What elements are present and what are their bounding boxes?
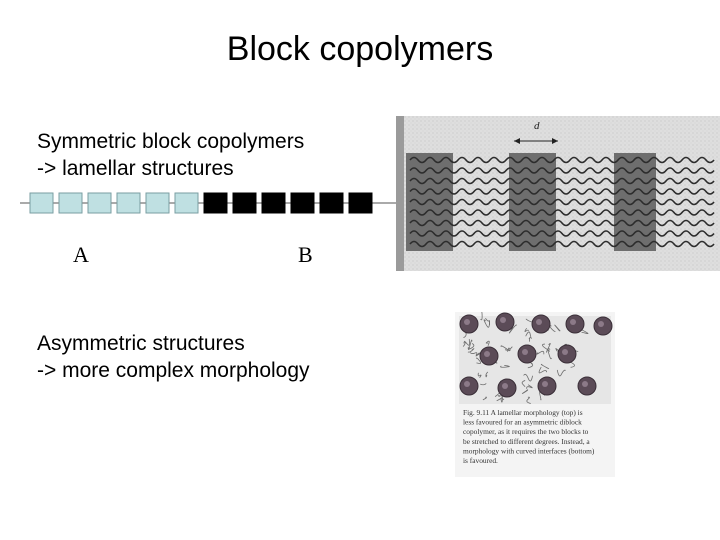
chain-wave [409,198,715,206]
micelle-highlight [562,349,568,355]
chain-wave [409,209,715,216]
matrix-chain [525,331,532,339]
micelle-highlight [500,317,506,323]
matrix-chain [467,348,475,353]
micelle-highlight [598,321,604,327]
chain-wave [409,230,715,237]
caption-line: copolymer, as it requires the two blocks… [463,427,589,436]
matrix-chain [524,327,529,332]
caption-line: morphology with curved interfaces (botto… [463,446,595,455]
matrix-chain [554,324,561,332]
micelle-highlight [570,319,576,325]
matrix-chain [485,318,490,325]
spacing-label: d [534,120,540,132]
asymmetric-text: Asymmetric structures -> more complex mo… [37,330,310,384]
label-block-a: A [73,242,89,267]
matrix-chain [581,329,589,335]
label-block-b: B [298,242,313,267]
block-a-unit [29,192,54,214]
micelles [459,312,613,398]
matrix-chain [546,342,551,353]
lamellar-structure-figure: d [396,116,720,271]
block-b-unit [319,192,344,214]
spacing-marker: d [514,120,558,144]
caption-line: Fig. 9.11 A lamellar morphology (top) is [463,408,583,417]
matrix-chain [527,362,534,369]
matrix-chain [508,324,517,334]
lamellar-edge [396,116,404,271]
micelle-highlight [484,351,490,357]
chain-wave [409,219,715,227]
matrix-chain [528,337,531,342]
matrix-chain [468,339,473,351]
matrix-chain [555,348,561,353]
micelle-highlight [582,381,588,387]
matrix-chain [465,339,470,346]
block-b-unit [290,192,315,214]
curved-interface-morphology-figure: Fig. 9.11 A lamellar morphology (top) is… [455,312,615,477]
micelle-highlight [464,319,470,325]
chain-wave [409,177,715,185]
block-copolymer-chain [20,192,400,214]
chain-wave [409,188,715,195]
matrix-chain [485,340,490,346]
micelle-highlight [464,381,470,387]
slide-title: Block copolymers [226,30,494,68]
matrix-chain [547,348,552,360]
lamella-dark-1 [406,153,453,251]
micelle-highlight [536,319,542,325]
matrix-chain [556,369,566,377]
chain-waves [409,156,715,248]
block-b-unit [261,192,286,214]
block-a-unit [87,192,112,214]
caption-line: be stretched to different degrees. Inste… [463,437,590,446]
block-a-unit [58,192,83,214]
matrix-chain [500,345,510,352]
matrix-chain [536,350,545,355]
micelle-highlight [502,383,508,389]
matrix-chain [467,343,475,350]
matrix-chain [504,347,510,352]
micelle-highlight [522,349,528,355]
matrix-chain [482,396,487,401]
figure-caption: Fig. 9.11 A lamellar morphology (top) is… [463,408,595,465]
matrix-chain [500,396,505,403]
matrix-chain [538,366,548,374]
chain-wave [409,240,715,248]
block-b-unit [232,192,257,214]
matrix-chain [509,346,513,351]
micelle-highlight [542,381,548,387]
matrix-chain [469,352,478,356]
chain-wave [409,156,715,164]
matrix-chain [523,373,533,382]
matrix-chain [479,383,487,386]
matrix-chain [500,365,510,368]
matrix-chain [526,396,531,404]
symmetric-line-1: Symmetric block copolymers [37,130,305,153]
block-a-unit [116,192,141,214]
matrix-chain [526,384,533,389]
matrix-chain [480,312,483,321]
matrix-chain [477,372,482,378]
block-a-unit [145,192,170,214]
block-b-unit [348,192,373,214]
matrix-chain [521,380,526,388]
caption-line: is favoured. [463,456,498,465]
matrix-chain [483,319,490,328]
block-a-unit [174,192,199,214]
asymmetric-line-1: Asymmetric structures [37,332,245,355]
chain-wave [409,167,715,174]
matrix-chain [540,363,550,370]
matrix-chain [542,343,550,352]
caption-line: less favoured for an asymmetric diblock [463,418,582,427]
block-b-unit [203,192,228,214]
symmetric-text: Symmetric block copolymers -> lamellar s… [37,128,304,182]
asymmetric-line-2: -> more complex morphology [37,359,310,382]
matrix-chain [462,340,466,347]
matrix-chain [485,371,489,378]
matrix-chain [476,357,482,364]
symmetric-line-2: -> lamellar structures [37,157,234,180]
